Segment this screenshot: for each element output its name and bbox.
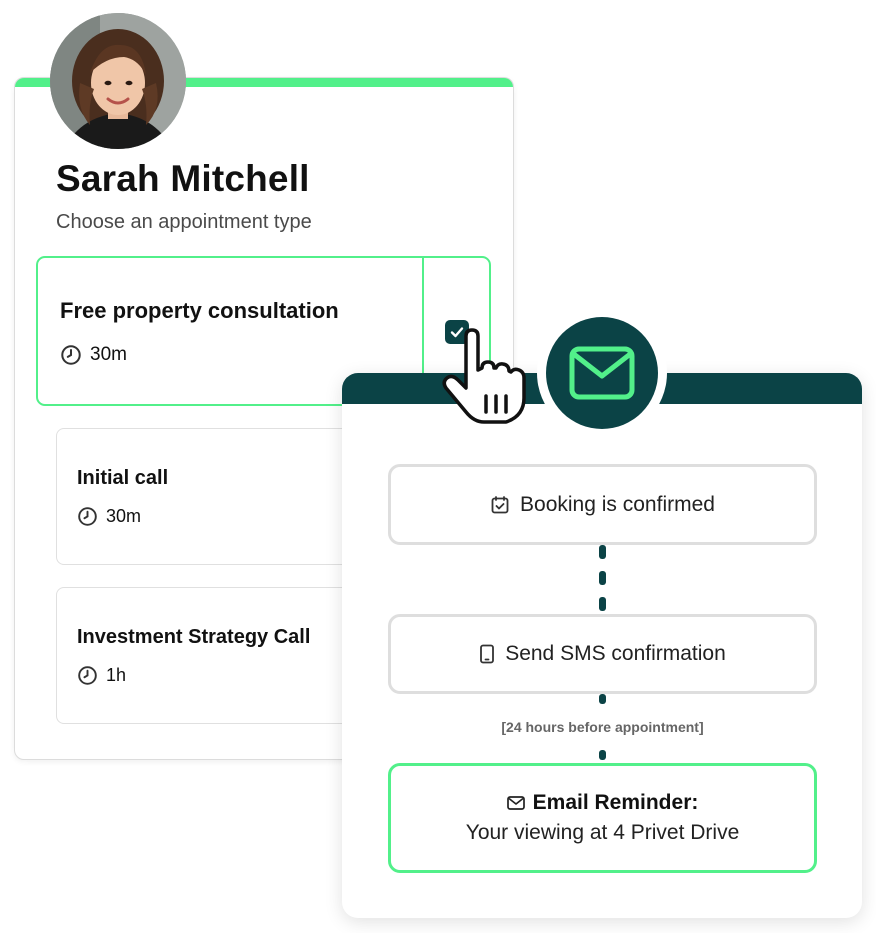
email-reminder-title: Email Reminder: <box>532 791 699 814</box>
workflow-step-email-reminder[interactable]: Email Reminder: Your viewing at 4 Privet… <box>388 763 817 873</box>
hand-pointer-icon <box>442 328 526 424</box>
step-label: Send SMS confirmation <box>505 642 726 665</box>
appointment-option-initial-call[interactable]: Initial call 30m <box>56 428 386 565</box>
clock-icon <box>78 507 97 526</box>
mail-icon <box>506 796 525 810</box>
mail-badge <box>537 308 667 438</box>
connector-1 <box>599 545 606 623</box>
calendar-check-icon <box>491 495 509 513</box>
appointment-title: Free property consultation <box>60 298 339 323</box>
appointment-duration: 1h <box>77 665 126 686</box>
check-icon <box>450 327 464 338</box>
selected-divider <box>422 258 424 404</box>
profile-name: Sarah Mitchell <box>56 158 310 199</box>
mail-badge-inner <box>546 317 658 429</box>
appointment-duration: 30m <box>60 344 127 366</box>
mail-icon <box>569 346 635 400</box>
appointment-duration: 30m <box>77 506 141 527</box>
duration-text: 30m <box>90 344 127 365</box>
appointment-option-investment-strategy-call[interactable]: Investment Strategy Call 1h <box>56 587 386 724</box>
connector-3 <box>599 750 606 772</box>
appointment-option-free-consultation[interactable]: Free property consultation 30m <box>36 256 491 406</box>
duration-text: 30m <box>106 506 142 526</box>
phone-icon <box>480 644 495 664</box>
duration-text: 1h <box>106 665 127 685</box>
workflow-step-send-sms[interactable]: Send SMS confirmation <box>388 614 817 694</box>
avatar-photo <box>50 13 186 149</box>
clock-icon <box>78 666 97 685</box>
step-label: Booking is confirmed <box>520 492 715 516</box>
workflow-step-booking-confirmed[interactable]: Booking is confirmed <box>388 464 817 545</box>
card-top-accent <box>15 78 513 87</box>
appointment-title: Initial call <box>77 467 169 489</box>
appointment-title: Investment Strategy Call <box>77 626 311 648</box>
clock-icon <box>61 345 81 365</box>
email-reminder-title-row: Email Reminder: <box>506 791 699 815</box>
delay-note: [24 hours before appointment] <box>501 719 704 735</box>
connector-2 <box>599 694 606 716</box>
avatar <box>50 13 186 149</box>
email-reminder-detail: Your viewing at 4 Privet Drive <box>465 821 740 844</box>
profile-subtitle: Choose an appointment type <box>56 211 312 233</box>
